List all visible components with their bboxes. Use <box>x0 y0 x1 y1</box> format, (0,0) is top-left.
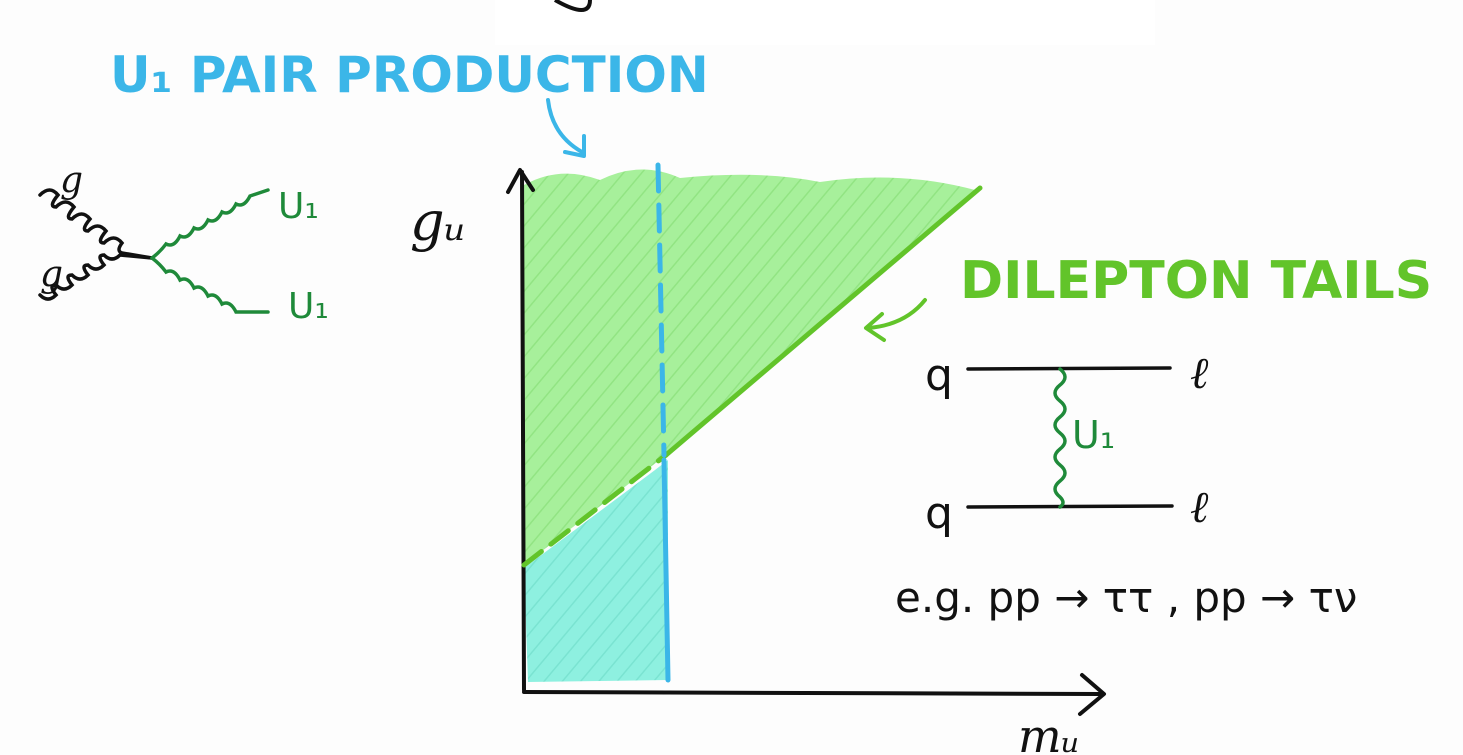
pair-limit-line <box>661 457 671 683</box>
quark-lepton-top-line <box>966 366 1172 371</box>
u1-bottom-label: U₁ <box>288 286 329 327</box>
quark-top-label: q <box>925 350 953 401</box>
lepton-top-label: ℓ <box>1190 348 1209 399</box>
pair-production-excluded-region <box>524 460 668 682</box>
gluon-bottom-line <box>38 253 154 301</box>
top-glyph-fragment <box>554 0 592 12</box>
x-axis-arrowhead <box>1078 673 1106 716</box>
dilepton-limit-extrapolated <box>521 452 669 568</box>
gluon-bottom-label: g <box>40 254 63 295</box>
x-axis <box>522 690 1102 696</box>
pair-production-diagram <box>38 188 270 314</box>
top-white-smear <box>495 0 1155 45</box>
u1-mediator-line <box>1053 367 1067 509</box>
pair-limit-dashed <box>655 162 667 458</box>
dilepton-diagram <box>966 366 1174 509</box>
dilepton-tails-title: DILEPTON TAILS <box>960 251 1432 311</box>
u1-top-label: U₁ <box>278 186 319 227</box>
dilepton-arrow <box>866 298 927 330</box>
gluon-top-line <box>38 188 154 260</box>
pair-arrow-head <box>563 134 586 158</box>
u1-bottom-line <box>150 256 270 314</box>
lepton-bottom-label: ℓ <box>1190 482 1209 533</box>
dilepton-limit-line <box>663 185 983 458</box>
quark-bottom-label: q <box>925 488 953 539</box>
pair-arrow <box>546 98 584 154</box>
x-axis-label: mᵤ <box>1018 709 1080 755</box>
pair-production-title: U₁ PAIR PRODUCTION <box>110 46 709 104</box>
y-axis-arrowhead <box>506 168 535 194</box>
gluon-top-label: g <box>60 160 83 201</box>
y-axis <box>520 170 526 692</box>
u1-top-line <box>150 188 270 260</box>
dilepton-excluded-region <box>524 169 975 565</box>
dilepton-arrow-head <box>864 312 886 342</box>
quark-lepton-bottom-line <box>966 504 1174 509</box>
y-axis-label: gᵤ <box>410 190 466 253</box>
example-process-text: e.g. pp → ττ , pp → τν <box>895 573 1357 622</box>
u1-mediator-label: U₁ <box>1072 413 1115 457</box>
